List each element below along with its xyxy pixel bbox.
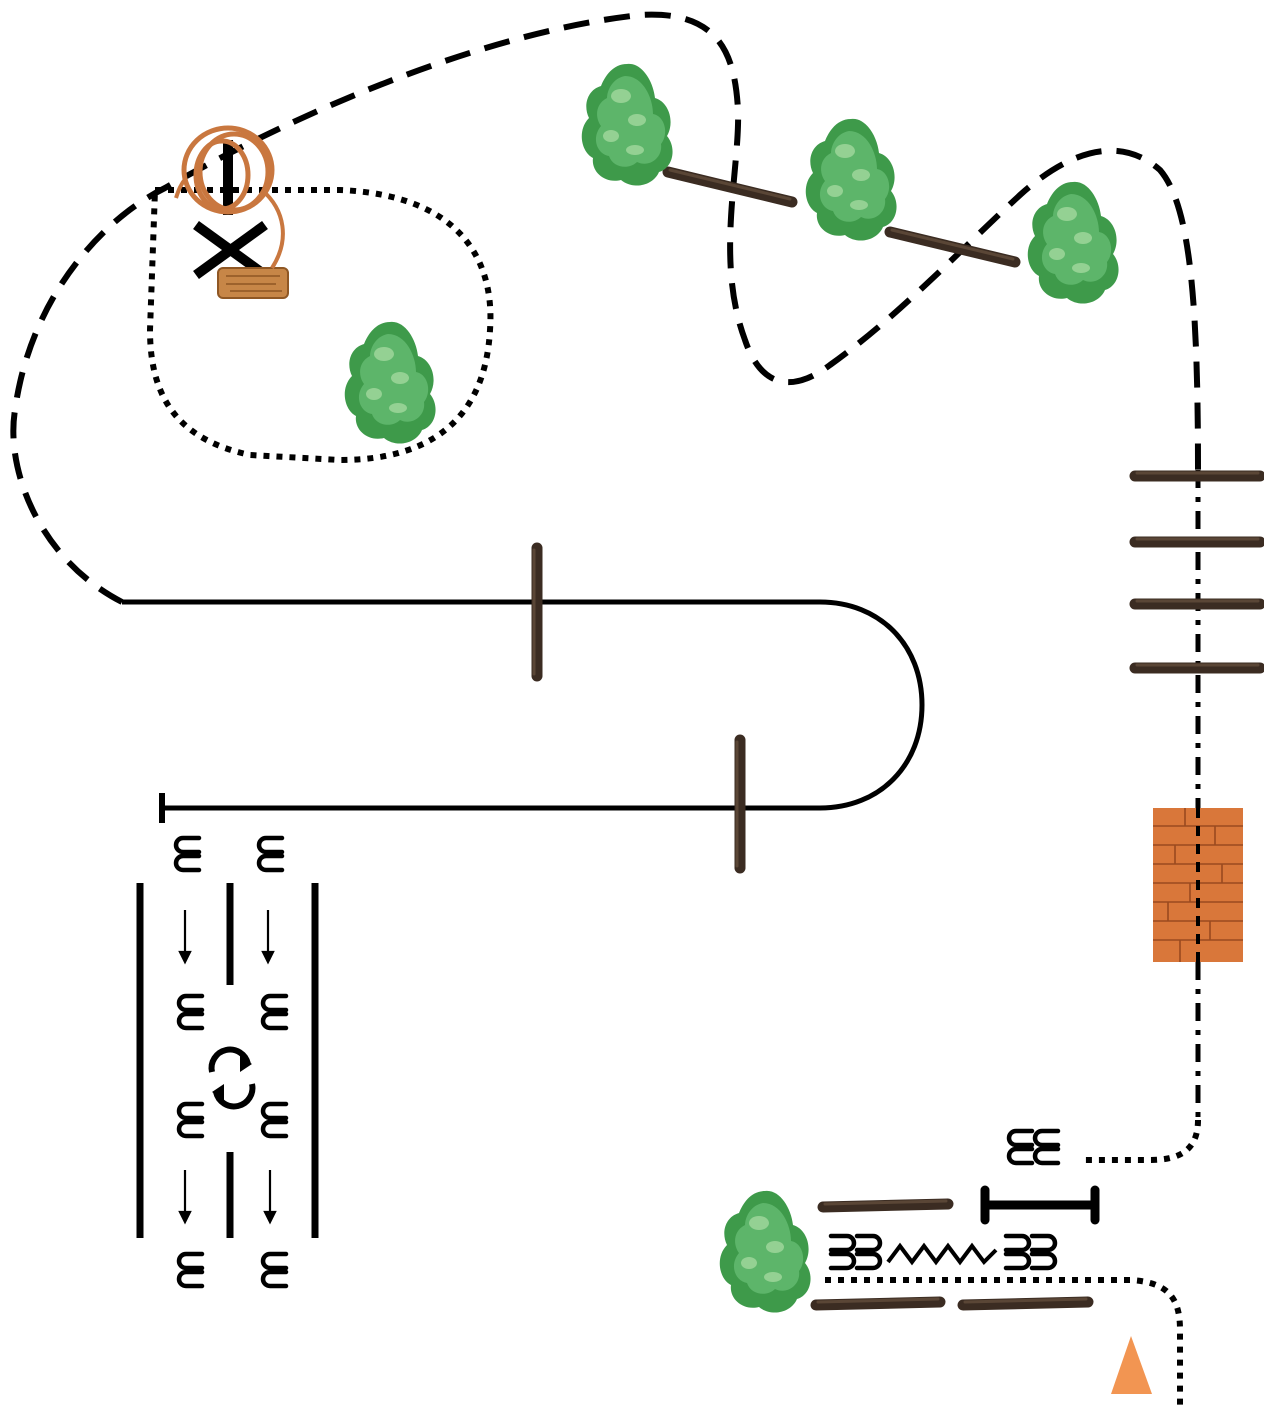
log-icon — [217, 267, 289, 299]
ground-pole-icon — [1129, 470, 1264, 482]
footprint-4 — [263, 996, 286, 1028]
footprint-11 — [831, 1236, 854, 1268]
ground-pole-icon — [1129, 536, 1264, 548]
footprint-7 — [179, 1254, 202, 1286]
ground-pole-icon — [662, 166, 798, 208]
bridge-board-icon — [1153, 808, 1243, 962]
tree-icon — [805, 118, 897, 241]
tree-icon — [344, 321, 436, 444]
dashed-path — [10, 11, 1201, 605]
zigzag-line — [886, 1242, 998, 1266]
footprint-5 — [179, 1104, 202, 1136]
footprint-6 — [263, 1104, 286, 1136]
ground-pole-icon — [1129, 598, 1264, 610]
footprint-14 — [1032, 1236, 1055, 1268]
cone-icon — [1111, 1336, 1152, 1394]
tree-icon — [719, 1190, 811, 1313]
ground-pole-icon — [884, 226, 1021, 268]
lasso-rope-icon — [174, 125, 285, 270]
dotted-path-right — [1085, 1119, 1201, 1163]
course-paths — [10, 11, 1201, 1405]
rotate-icon — [208, 1046, 256, 1110]
arrow-right-2 — [263, 1170, 277, 1225]
footprint-8 — [263, 1254, 286, 1286]
arrow-right-1 — [261, 910, 275, 965]
footprint-12 — [857, 1236, 880, 1268]
tree-icon — [581, 63, 673, 186]
arrow-left-1 — [178, 910, 192, 965]
ground-pole-icon — [957, 1296, 1094, 1311]
footprint-1 — [176, 838, 199, 870]
solid-hairpin-path — [122, 599, 925, 811]
dotted-loop — [146, 187, 494, 464]
footprint-2 — [259, 838, 282, 870]
ground-pole-icon — [734, 734, 746, 874]
i-beam-marker — [980, 1185, 1100, 1225]
lane-lines — [136, 883, 319, 1238]
ground-pole-icon — [531, 542, 543, 682]
footprint-9 — [1009, 1131, 1032, 1163]
ground-pole-icon — [817, 1198, 954, 1213]
ground-pole-icon — [1129, 662, 1264, 674]
footprint-10 — [1035, 1131, 1058, 1163]
lane-arrows — [178, 910, 277, 1225]
footprint-13 — [1006, 1236, 1029, 1268]
x-mark-icon — [193, 140, 268, 280]
footprint-3 — [179, 996, 202, 1028]
ground-poles — [531, 166, 1264, 1311]
footprint-cluster-top — [1009, 1131, 1058, 1163]
arrow-left-2 — [178, 1170, 192, 1225]
tree-icon — [1027, 181, 1119, 304]
ground-pole-icon — [810, 1296, 946, 1311]
